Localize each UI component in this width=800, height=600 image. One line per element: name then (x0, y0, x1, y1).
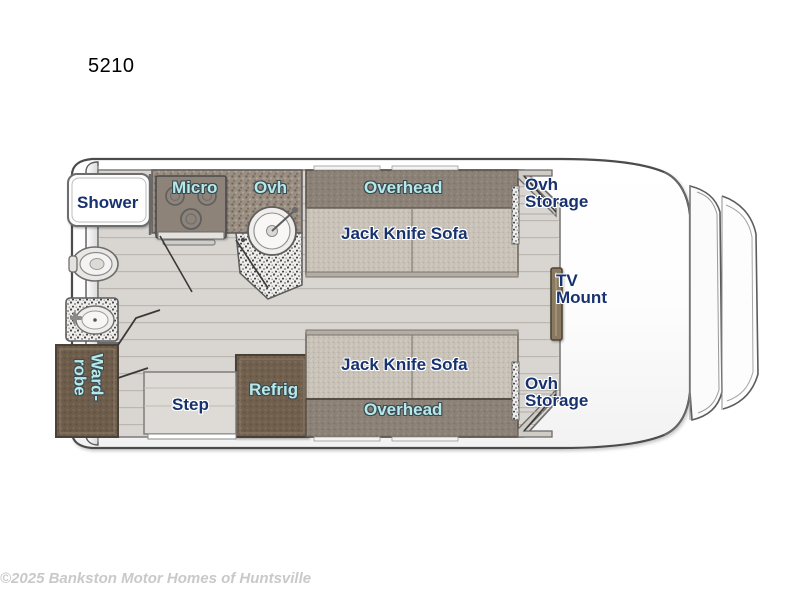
overhead-cabinet-upper (305, 165, 519, 209)
copyright-notice: ©2025 Bankston Motor Homes of Huntsville (0, 570, 312, 587)
bathroom-walls (98, 174, 152, 344)
toilet (68, 246, 119, 282)
wall-strips (511, 185, 520, 421)
tv-mount-bracket (550, 267, 563, 341)
entry-step (143, 371, 237, 440)
kitchen-leader-lines (159, 235, 269, 293)
shower-pan (67, 173, 151, 227)
ovh-storage-upper (517, 169, 557, 218)
jack-knife-sofa-upper (305, 207, 519, 278)
page-title: 5210 (88, 55, 135, 77)
cab-body (663, 171, 759, 436)
overhead-cabinet-lower (305, 398, 519, 442)
jack-knife-sofa-lower (305, 329, 519, 400)
refrigerator (235, 354, 309, 438)
wardrobe-cabinet (55, 344, 119, 438)
bathroom-sink (65, 297, 119, 342)
cooktop-3-burner (155, 175, 227, 246)
floor-leader-lines (117, 309, 161, 379)
storage-leader-lines (523, 175, 557, 432)
kitchen-sink (235, 206, 303, 300)
